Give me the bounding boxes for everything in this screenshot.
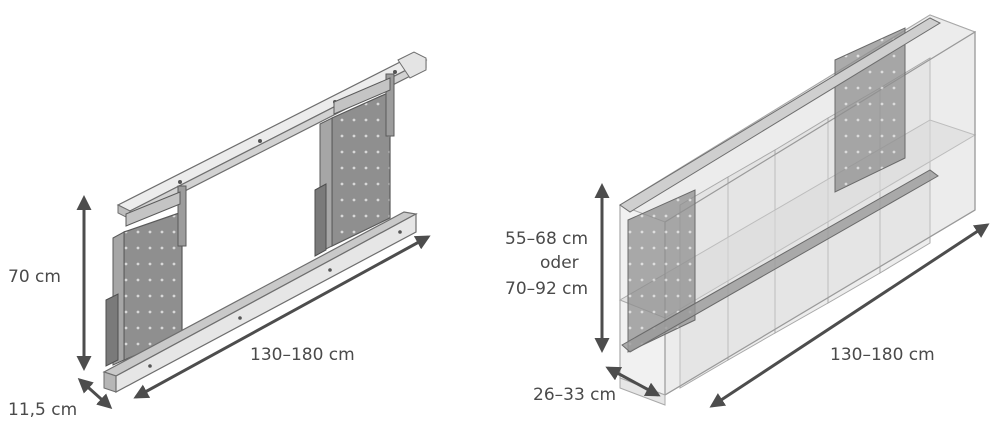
lift-mechanism-drawing (102, 51, 428, 393)
left-width-arrow (133, 235, 431, 399)
right-lift-plate (314, 73, 395, 257)
right-width-label: 130–180 cm (830, 345, 935, 365)
right-depth-label: 26–33 cm (533, 385, 616, 405)
left-depth-label: 11,5 cm (8, 400, 77, 420)
right-height-label-line1: 55–68 cm (505, 229, 588, 249)
right-depth-arrow (605, 366, 661, 397)
right-height-label-line3: 70–92 cm (505, 279, 588, 299)
left-width-label: 130–180 cm (250, 345, 355, 365)
right-height-label-line2: oder (540, 253, 579, 273)
left-depth-arrow (77, 377, 113, 410)
left-height-label: 70 cm (8, 267, 61, 287)
right-width-arrow (709, 223, 990, 408)
